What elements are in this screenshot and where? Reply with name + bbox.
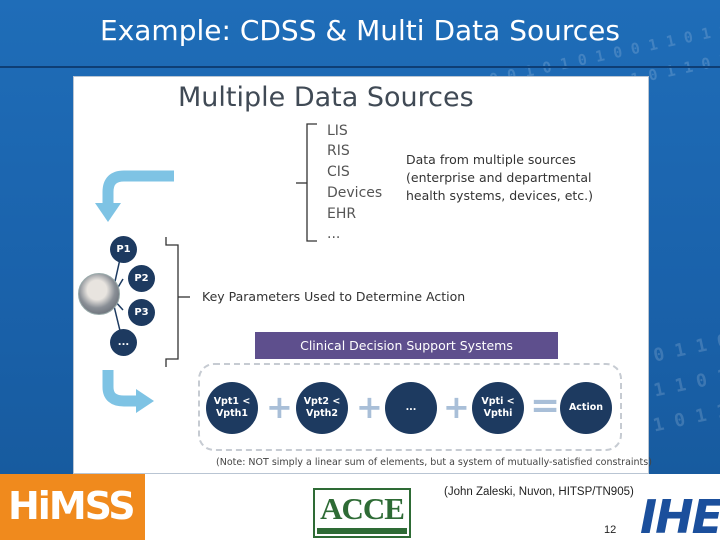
parameters-bracket	[165, 237, 179, 367]
plus-operator: +	[443, 388, 470, 426]
parameter-circle: ...	[110, 329, 137, 356]
parameter-circle: P1	[110, 236, 137, 263]
source-item: RIS	[327, 143, 350, 159]
equals-operator: =	[530, 385, 561, 426]
formula-term-circle: Vpt2 < Vpth2	[296, 382, 348, 434]
figure-panel: Multiple Data Sources LIS RIS CIS Device…	[73, 76, 652, 474]
source-item: CIS	[327, 164, 350, 180]
arrow-head	[95, 203, 121, 222]
ihe-logo: IHE	[640, 490, 720, 544]
parameter-circle: P3	[128, 299, 155, 326]
figure-title: Multiple Data Sources	[178, 82, 474, 113]
source-item: EHR	[327, 206, 357, 222]
source-item: ...	[327, 226, 341, 242]
title-bar: Example: CDSS & Multi Data Sources	[0, 0, 720, 68]
plus-operator: +	[266, 388, 293, 426]
arrow-to-parameters	[102, 170, 174, 205]
parameters-label: Key Parameters Used to Determine Action	[202, 289, 466, 304]
action-circle: Action	[560, 382, 612, 434]
himss-logo-text: HiMSS	[8, 484, 136, 528]
formula-box	[198, 363, 622, 451]
citation: (John Zaleski, Nuvon, HITSP/TN905)	[444, 486, 634, 498]
formula-term-circle: Vpt1 < Vpth1	[206, 382, 258, 434]
formula-term-circle: ...	[385, 382, 437, 434]
clinician-photo	[78, 273, 120, 315]
arrow-to-formula	[102, 370, 138, 407]
page-number: 12	[604, 524, 617, 536]
sources-description: Data from multiple sources (enterprise a…	[406, 152, 594, 203]
sources-bracket	[306, 123, 317, 242]
figure-note: (Note: NOT simply a linear sum of elemen…	[216, 457, 652, 468]
source-item: Devices	[327, 185, 383, 201]
connector-graphics	[95, 123, 317, 413]
acce-logo: ACCE	[313, 488, 411, 538]
footer: HiMSS ACCE (John Zaleski, Nuvon, HITSP/T…	[0, 474, 720, 544]
source-item: LIS	[327, 123, 348, 139]
himss-logo: HiMSS	[0, 474, 145, 540]
arrow-head	[136, 389, 154, 413]
cdss-label: Clinical Decision Support Systems	[255, 332, 558, 359]
acce-logo-text: ACCE	[320, 491, 405, 526]
plus-operator: +	[356, 388, 383, 426]
acce-logo-strip	[317, 528, 407, 534]
parameter-circle: P2	[128, 265, 155, 292]
formula-term-circle: Vpti < Vpthi	[472, 382, 524, 434]
slide-title: Example: CDSS & Multi Data Sources	[100, 14, 620, 47]
